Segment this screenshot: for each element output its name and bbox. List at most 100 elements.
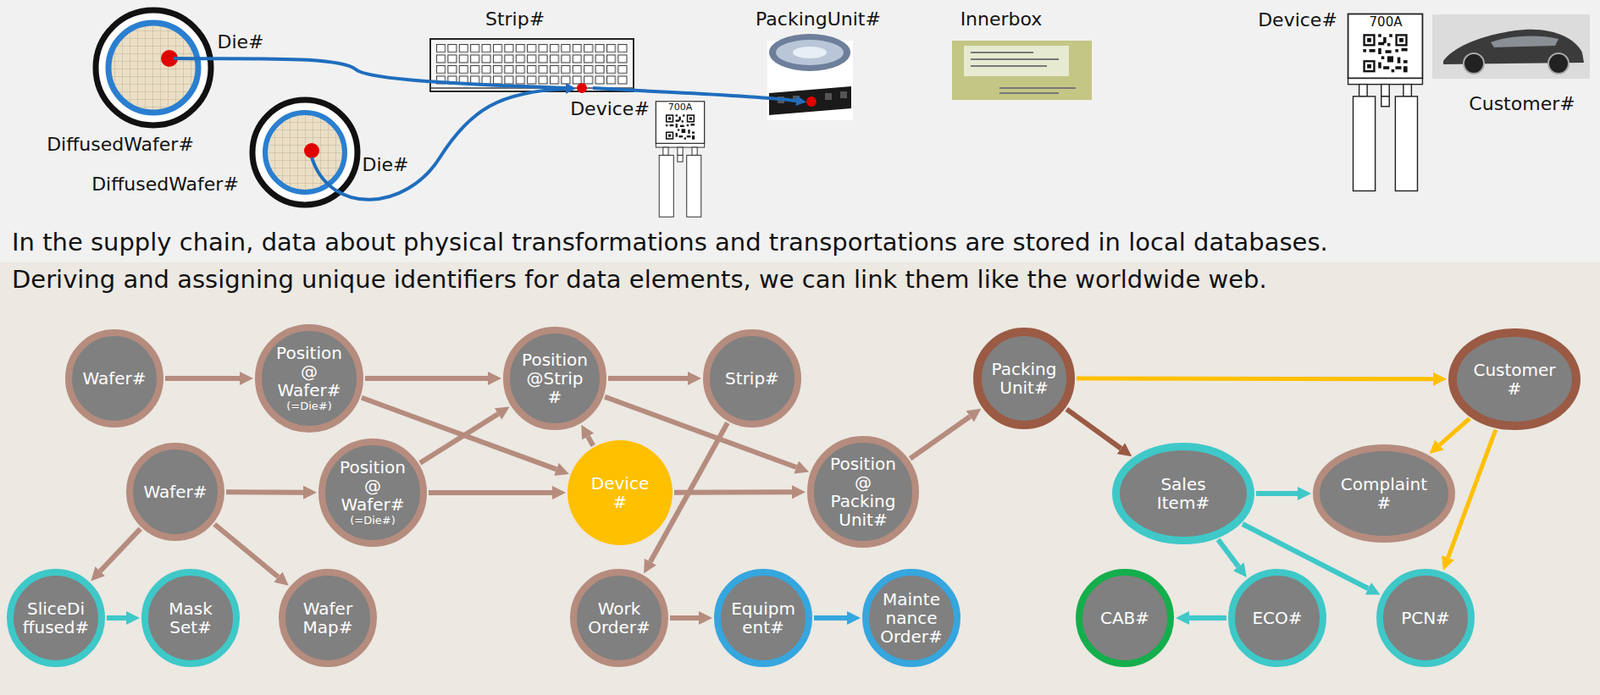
node-text: Device # (591, 474, 649, 512)
node-text: Position @Strip # (521, 350, 588, 407)
id-node: CAB# (1075, 569, 1174, 668)
node-text: Wafer Map# (303, 599, 354, 637)
node-text: Equipm ent# (730, 599, 796, 637)
node-label: CAB# (1100, 608, 1150, 628)
node-text: Wafer# (143, 482, 207, 502)
part-label: DiffusedWafer# (91, 173, 239, 195)
wafer (252, 99, 358, 205)
node-text: Customer # (1472, 360, 1556, 399)
id-node: Position @ Packing Unit# (807, 436, 920, 549)
id-node: Customer # (1448, 328, 1581, 431)
node-sublabel: (=Die#) (276, 399, 343, 414)
id-node: Sales Item# (1112, 442, 1255, 545)
node-text: ECO# (1251, 608, 1302, 628)
node-text: Mask Set# (168, 599, 213, 637)
node-text: SliceDi ffused# (22, 599, 90, 637)
node-label: Wafer# (82, 369, 146, 388)
node-shape (144, 572, 237, 665)
node-label: Wafer# (143, 482, 207, 502)
connector (1256, 491, 1298, 497)
id-node: Equipm ent# (714, 569, 813, 668)
connector (1189, 615, 1227, 621)
marking-text: 700A (667, 102, 694, 114)
node-text: Complaint # (1340, 475, 1428, 513)
node-label: Position @ Wafer# (276, 343, 343, 400)
node-label: Wafer Map# (303, 599, 354, 637)
id-node: ECO# (1228, 569, 1327, 668)
connector (99, 529, 141, 572)
node-shape (717, 572, 809, 665)
caption-text: Deriving and assigning unique identifier… (11, 265, 1268, 294)
connector (165, 376, 240, 382)
node-text: Packing Unit# (991, 359, 1058, 398)
node-text: Strip# (725, 369, 780, 388)
node-shape (810, 439, 916, 545)
node-label: Equipm ent# (730, 599, 796, 637)
node-text: Work Order# (587, 599, 651, 637)
node-shape (1316, 448, 1452, 540)
car (1432, 14, 1590, 79)
connector (587, 437, 593, 447)
node-label: Packing Unit# (991, 359, 1058, 398)
id-node: Wafer# (126, 442, 225, 542)
node-text: Mainte nance Order# (880, 590, 943, 647)
part-label: PackingUnit# (755, 8, 881, 30)
node-label: Strip# (725, 369, 780, 388)
part-label: Device# (570, 98, 650, 120)
node-label: ECO# (1251, 608, 1302, 628)
node-label: Mainte nance Order# (880, 590, 943, 647)
bottom-panel (0, 262, 1600, 695)
node-shape (1231, 572, 1324, 665)
part-label: Strip# (485, 8, 545, 30)
node-label: Customer # (1472, 360, 1556, 399)
id-node: Mask Set# (141, 569, 240, 668)
node-label: Position @Strip # (521, 350, 588, 407)
connector (1217, 539, 1239, 567)
top-panel (0, 0, 1600, 263)
connector (1066, 409, 1121, 449)
node-shape (1079, 572, 1171, 665)
part-label: Customer# (1468, 93, 1575, 115)
connector (365, 376, 488, 382)
id-node: Wafer# (65, 329, 164, 428)
node-text: CAB# (1100, 608, 1150, 628)
connector (608, 376, 688, 382)
node-text: PCN# (1400, 608, 1451, 628)
node-sublabel: (=Die#) (339, 514, 406, 528)
connector (910, 416, 971, 460)
id-node: Packing Unit# (973, 327, 1075, 430)
node-shape (1116, 447, 1252, 542)
node-text: Position @ Wafer#(=Die#) (339, 458, 406, 528)
node-shape (321, 442, 424, 544)
node-label: Sales Item# (1157, 475, 1210, 513)
connector (1076, 376, 1434, 383)
connector (669, 615, 699, 621)
node-text: Position @ Wafer#(=Die#) (276, 343, 343, 414)
node-label: Complaint # (1340, 475, 1428, 513)
part-label: Innerbox (960, 8, 1043, 30)
innerbox (952, 40, 1092, 100)
id-node: Position @ Wafer#(=Die#) (318, 438, 427, 548)
id-node: Position @ Wafer#(=Die#) (254, 324, 364, 433)
node-text: Position @ Packing Unit# (830, 454, 897, 530)
flow-curve (173, 58, 797, 200)
node-shape (129, 446, 222, 538)
node-shape (282, 572, 374, 665)
node-label: SliceDi ffused# (22, 599, 90, 637)
connector (214, 524, 278, 577)
id-node: Complaint # (1312, 444, 1456, 543)
node-shape (10, 572, 102, 665)
node-shape (567, 440, 673, 546)
connector (226, 489, 304, 495)
connector (813, 615, 848, 621)
node-shape (865, 572, 958, 665)
id-node: PCN# (1376, 569, 1475, 668)
node-label: Position @ Wafer# (339, 458, 406, 515)
node-shape (1379, 572, 1472, 665)
connector (106, 615, 127, 621)
node-shape (258, 327, 360, 430)
packing-reel (767, 33, 853, 121)
id-node: Strip# (703, 329, 802, 428)
node-shape (1452, 332, 1577, 427)
